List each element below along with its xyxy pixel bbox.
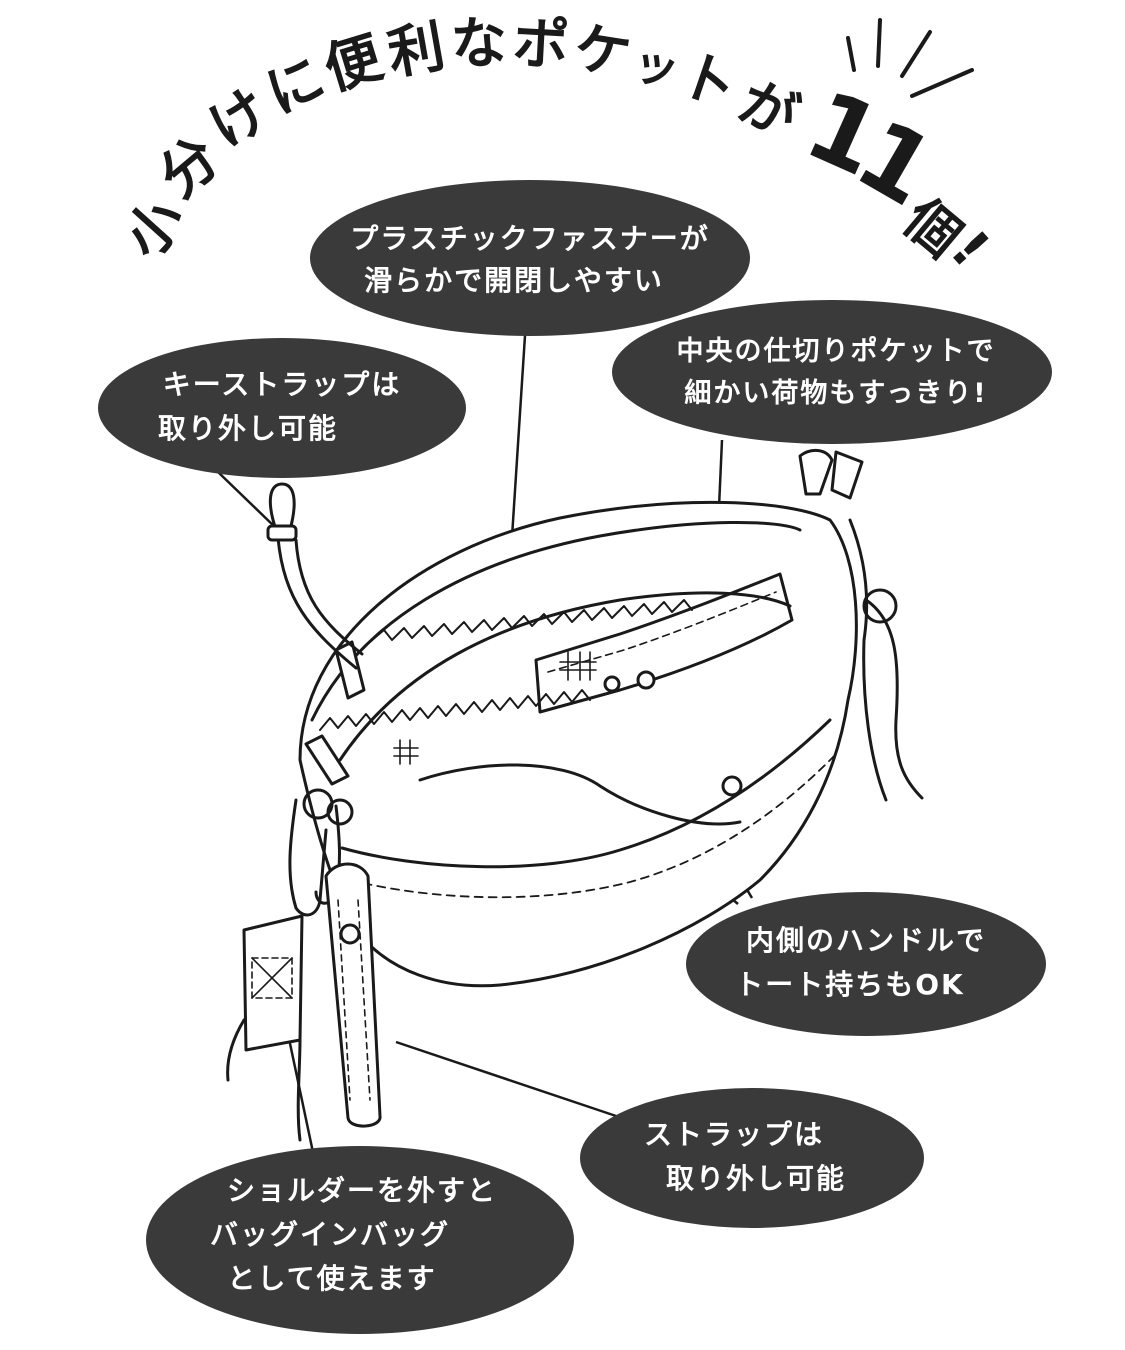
callout-bubble (146, 1146, 574, 1334)
key-ring-cap (266, 524, 298, 542)
burst-line (846, 36, 856, 72)
callout-key-strap: キーストラップは 取り外し可能 (98, 338, 466, 478)
burst-line (910, 68, 974, 98)
bag-opening-rim (310, 520, 802, 722)
headline-char: が (729, 69, 807, 152)
callout-line: ストラップは (644, 1118, 824, 1151)
zipper-tape-inner (319, 689, 591, 731)
headline-char: な (449, 10, 508, 78)
snap-button (721, 775, 743, 797)
right-strap-ring (862, 588, 898, 624)
callout-line: 取り外し可能 (666, 1162, 846, 1195)
burst-line (900, 30, 932, 78)
callout-line: プラスチックファスナーが (350, 222, 709, 255)
headline-char: ポ (511, 11, 570, 79)
removable-strap (324, 862, 382, 1128)
callout-line: 内側のハンドルで (746, 924, 986, 957)
key-strap (276, 536, 358, 670)
emphasis-burst (846, 18, 974, 98)
callout-bag-in-bag: ショルダーを外すと バッグインバッグ として使えます (146, 1146, 574, 1334)
callout-line: トート持ちもOK (735, 968, 965, 1001)
key-strap-edge (294, 538, 364, 656)
bag-lower-panel (340, 718, 832, 869)
zipper-pull-front (304, 734, 350, 786)
callout-line: バッグインバッグ (210, 1218, 450, 1251)
cross-stitch-patch (393, 651, 597, 765)
zipper-pull-right-2 (830, 450, 864, 500)
callout-line: 細かい荷物もすっきり! (684, 378, 987, 409)
carabiner-left (288, 798, 328, 917)
bag-stitch-lower (349, 751, 839, 899)
chain-link (326, 798, 354, 826)
callout-bubble (98, 338, 466, 478)
callout-bubble (612, 300, 1052, 444)
leader-zipper (508, 319, 528, 569)
bag-illustration (226, 449, 924, 1142)
callout-divider-pocket: 中央の仕切りポケットで 細かい荷物もすっきり! (612, 300, 1052, 444)
strap-stitch-box (251, 957, 293, 999)
divider-stitch (547, 591, 777, 673)
leader-strap (395, 1040, 623, 1120)
headline-char: 利 (383, 14, 449, 88)
callout-strap-removable: ストラップは 取り外し可能 (580, 1088, 924, 1228)
snap-button (603, 675, 621, 693)
removable-strap-stitch (337, 899, 371, 1101)
zipper-tape-outer (371, 599, 693, 641)
callout-line: 滑らかで開閉しやすい (364, 264, 664, 297)
inner-handle (418, 763, 742, 826)
divider-pocket (534, 572, 794, 714)
shoulder-strap-tail (226, 1018, 302, 1142)
zipper-pull-right (798, 449, 834, 496)
right-strap (848, 518, 888, 802)
callout-line: 中央の仕切りポケットで (677, 336, 996, 367)
burst-line (876, 18, 882, 68)
callout-line: ショルダーを外すと (227, 1174, 497, 1207)
strap-snap (339, 923, 361, 945)
key-ring-loop (268, 482, 296, 532)
callout-bubble (310, 180, 750, 336)
callout-zipper: プラスチックファスナーが 滑らかで開閉しやすい (310, 180, 750, 336)
callout-bubble (580, 1088, 924, 1228)
callout-line: として使えます (227, 1262, 436, 1295)
strap-stitch-x (251, 957, 293, 999)
bag-opening-inner (338, 591, 792, 762)
headline-char: ケ (570, 16, 635, 89)
leader-key-strap (217, 471, 277, 529)
callout-bubble (686, 892, 1046, 1036)
snap-button (636, 670, 656, 690)
callout-line: 取り外し可能 (158, 412, 338, 445)
callout-inner-handle: 内側のハンドルで トート持ちもOK (686, 892, 1046, 1036)
callout-line: キーストラップは (163, 368, 402, 401)
